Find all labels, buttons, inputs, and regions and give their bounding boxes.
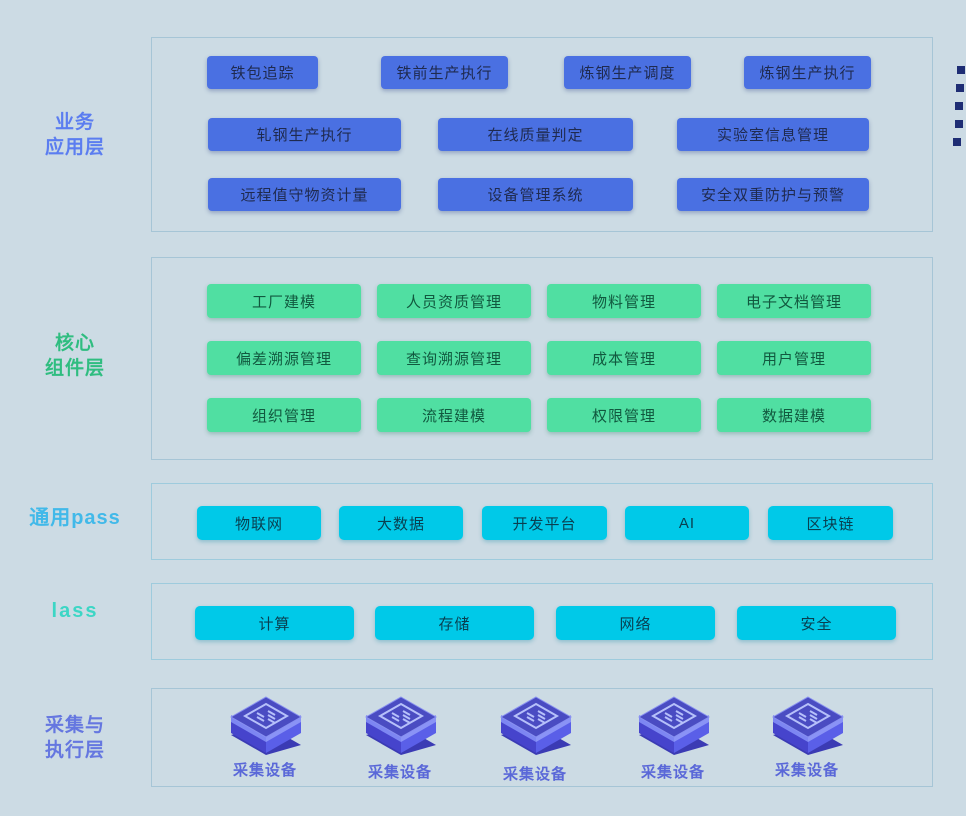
- app-button-remote-weighing[interactable]: 远程值守物资计量: [208, 178, 401, 211]
- collect-device-node[interactable]: [496, 695, 576, 762]
- collect-device-node[interactable]: [361, 695, 441, 762]
- paas-button-ai[interactable]: AI: [625, 506, 749, 540]
- layer-label-business-app: 业务 应用层: [0, 110, 150, 160]
- layer-label-line: 执行层: [44, 740, 105, 761]
- bullet-square-icon: [957, 66, 965, 74]
- device-label: 采集设备: [774, 762, 839, 779]
- paas-layer-panel: 物联网 大数据 开发平台 AI 区块链: [151, 483, 933, 560]
- bullet-square-icon: [955, 102, 963, 110]
- device-cube-icon: [499, 696, 573, 755]
- device-label: 采集设备: [367, 764, 432, 781]
- collect-device-node[interactable]: [634, 695, 714, 762]
- app-button-equipment-mgmt[interactable]: 设备管理系统: [438, 178, 633, 211]
- paas-button-bigdata[interactable]: 大数据: [339, 506, 463, 540]
- collect-device-node[interactable]: [226, 695, 306, 762]
- layer-label-line: 组件层: [44, 358, 105, 379]
- device-label: 采集设备: [640, 764, 705, 781]
- layer-label-line: 核心: [54, 333, 95, 354]
- app-button-safety-dual-protect[interactable]: 安全双重防护与预警: [677, 178, 869, 211]
- device-label: 采集设备: [502, 766, 567, 783]
- bullet-square-icon: [956, 84, 964, 92]
- app-button-steelmaking-dispatch[interactable]: 炼钢生产调度: [564, 56, 691, 89]
- core-button-personnel-qual[interactable]: 人员资质管理: [377, 284, 531, 318]
- iaas-layer-panel: 计算 存储 网络 安全: [151, 583, 933, 660]
- device-label: 采集设备: [232, 762, 297, 779]
- core-button-material-mgmt[interactable]: 物料管理: [547, 284, 701, 318]
- layer-label-paas: 通用pass: [29, 507, 121, 529]
- collect-execute-layer-panel: 采集设备 采集设备 采集设备 采集设备 采集设备: [151, 688, 933, 787]
- core-button-factory-modeling[interactable]: 工厂建模: [207, 284, 361, 318]
- core-button-deviation-trace[interactable]: 偏差溯源管理: [207, 341, 361, 375]
- core-button-data-modeling[interactable]: 数据建模: [717, 398, 871, 432]
- paas-button-devplatform[interactable]: 开发平台: [482, 506, 607, 540]
- collect-device-node[interactable]: [768, 695, 848, 762]
- core-button-permission-mgmt[interactable]: 权限管理: [547, 398, 701, 432]
- device-cube-icon: [637, 696, 711, 755]
- paas-button-blockchain[interactable]: 区块链: [768, 506, 893, 540]
- core-components-layer-panel: 工厂建模 人员资质管理 物料管理 电子文档管理 偏差溯源管理 查询溯源管理 成本…: [151, 257, 933, 460]
- core-button-query-trace[interactable]: 查询溯源管理: [377, 341, 531, 375]
- iaas-button-network[interactable]: 网络: [556, 606, 715, 640]
- device-cube-icon: [229, 696, 303, 755]
- business-app-layer-panel: 铁包追踪 铁前生产执行 炼钢生产调度 炼钢生产执行 轧钢生产执行 在线质量判定 …: [151, 37, 933, 232]
- core-button-org-mgmt[interactable]: 组织管理: [207, 398, 361, 432]
- app-button-steelmaking-exec[interactable]: 炼钢生产执行: [744, 56, 871, 89]
- iaas-button-compute[interactable]: 计算: [195, 606, 354, 640]
- core-button-edoc-mgmt[interactable]: 电子文档管理: [717, 284, 871, 318]
- app-button-rolling-exec[interactable]: 轧钢生产执行: [208, 118, 401, 151]
- core-button-cost-mgmt[interactable]: 成本管理: [547, 341, 701, 375]
- layer-label-core-components: 核心 组件层: [0, 331, 150, 381]
- layer-label-line: 应用层: [44, 137, 105, 158]
- iaas-button-storage[interactable]: 存储: [375, 606, 534, 640]
- app-button-online-quality[interactable]: 在线质量判定: [438, 118, 633, 151]
- layer-label-line: 采集与: [44, 715, 105, 736]
- layer-label-collect-execute: 采集与 执行层: [0, 713, 150, 763]
- device-cube-icon: [771, 696, 845, 755]
- bullet-square-icon: [953, 138, 961, 146]
- app-button-ladle-tracking[interactable]: 铁包追踪: [207, 56, 318, 89]
- layer-label-line: 业务: [54, 112, 95, 133]
- device-cube-icon: [364, 696, 438, 755]
- edge-bullet-list-icon: [953, 66, 966, 156]
- app-button-ironmaking-exec[interactable]: 铁前生产执行: [381, 56, 508, 89]
- bullet-square-icon: [955, 120, 963, 128]
- app-button-lab-info-mgmt[interactable]: 实验室信息管理: [677, 118, 869, 151]
- core-button-process-modeling[interactable]: 流程建模: [377, 398, 531, 432]
- paas-button-iot[interactable]: 物联网: [197, 506, 321, 540]
- core-button-user-mgmt[interactable]: 用户管理: [717, 341, 871, 375]
- iaas-button-security[interactable]: 安全: [737, 606, 896, 640]
- layer-label-iaas: lass: [51, 600, 99, 622]
